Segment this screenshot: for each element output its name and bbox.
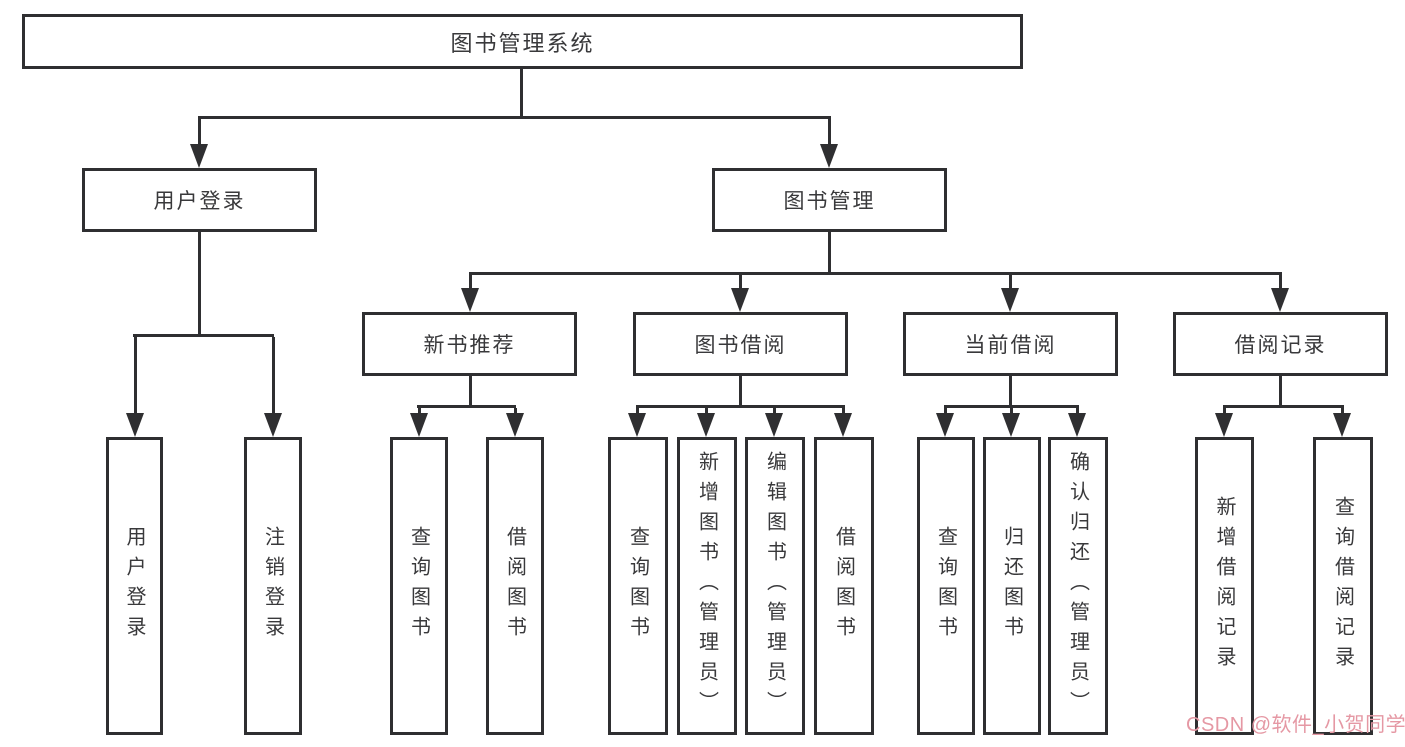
node-book-management: 图书管理: [712, 168, 947, 232]
connector-user-login-trunk: [198, 231, 201, 337]
connector-book-management-trunk: [828, 231, 831, 274]
leaf-book-borrowing-1: 新增图书（管理员）: [677, 437, 737, 735]
connector-current-borrowing-branch: [944, 405, 1079, 408]
arrow-leaf-icon: [410, 413, 428, 437]
node-new-books: 新书推荐: [362, 312, 577, 376]
node-root: 图书管理系统: [22, 14, 1023, 69]
node-current-borrowing: 当前借阅: [903, 312, 1118, 376]
leaf-label: 借阅图书: [503, 526, 526, 646]
connector-to-leaf-logout: [272, 337, 275, 415]
leaf-label: 查询借阅记录: [1331, 496, 1354, 676]
arrow-leaf-icon: [1215, 413, 1233, 437]
node-book-management-label: 图书管理: [783, 190, 876, 213]
connector-to-user-login: [198, 119, 201, 146]
leaf-current-borrowing-1: 归还图书: [983, 437, 1041, 735]
arrow-to-new-books-icon: [461, 288, 479, 312]
connector-leaf-stub: [1341, 408, 1344, 415]
leaf-current-borrowing-0: 查询图书: [917, 437, 975, 735]
arrow-leaf-icon: [1333, 413, 1351, 437]
connector-borrow-records-trunk: [1279, 376, 1282, 407]
connector-leaf-stub: [418, 408, 421, 415]
arrow-to-leaf-login-icon: [126, 413, 144, 437]
connector-leaf-stub: [842, 408, 845, 415]
arrow-to-book-borrowing-icon: [731, 288, 749, 312]
connector-leaf-stub: [1076, 408, 1079, 415]
node-current-borrowing-label: 当前借阅: [964, 334, 1057, 357]
leaf-user-login-0: 用户登录: [106, 437, 163, 735]
connector-leaf-stub: [514, 408, 517, 415]
arrow-to-user-login-icon: [190, 144, 208, 168]
leaf-current-borrowing-2: 确认归还（管理员）: [1048, 437, 1108, 735]
connector-borrow-records-branch: [1223, 405, 1344, 408]
leaf-book-borrowing-0: 查询图书: [608, 437, 668, 735]
connector-leaf-stub: [636, 408, 639, 415]
leaf-borrow-records-0: 新增借阅记录: [1195, 437, 1254, 735]
leaf-borrow-records-1: 查询借阅记录: [1313, 437, 1373, 735]
node-user-login: 用户登录: [82, 168, 317, 232]
connector-to-leaf-login: [134, 337, 137, 415]
leaf-label: 注销登录: [261, 526, 284, 646]
connector-user-login-branch: [133, 334, 274, 337]
leaf-label: 查询图书: [626, 526, 649, 646]
leaf-label: 新增图书（管理员）: [695, 451, 718, 721]
arrow-leaf-icon: [506, 413, 524, 437]
node-book-borrowing-label: 图书借阅: [694, 334, 787, 357]
node-root-label: 图书管理系统: [450, 30, 595, 56]
arrow-to-current-borrowing-icon: [1001, 288, 1019, 312]
connector-level3-branch: [469, 272, 1282, 275]
node-new-books-label: 新书推荐: [423, 334, 516, 357]
leaf-label: 编辑图书（管理员）: [763, 451, 786, 721]
connector-to-book-borrowing: [739, 275, 742, 290]
arrow-leaf-icon: [936, 413, 954, 437]
connector-book-borrowing-trunk: [739, 376, 742, 407]
arrow-leaf-icon: [834, 413, 852, 437]
connector-to-borrow-records: [1279, 275, 1282, 290]
leaf-label: 用户登录: [123, 526, 145, 646]
node-book-borrowing: 图书借阅: [633, 312, 848, 376]
connector-leaf-stub: [773, 408, 776, 415]
arrow-to-book-management-icon: [820, 144, 838, 168]
leaf-book-borrowing-2: 编辑图书（管理员）: [745, 437, 805, 735]
node-borrow-records-label: 借阅记录: [1234, 334, 1327, 357]
leaf-label: 归还图书: [1000, 526, 1023, 646]
connector-root-branch: [198, 116, 831, 119]
connector-leaf-stub: [1010, 408, 1013, 415]
connector-leaf-stub: [944, 408, 947, 415]
connector-new-books-branch: [417, 405, 516, 408]
leaf-label: 查询图书: [407, 526, 430, 646]
connector-current-borrowing-trunk: [1009, 376, 1012, 407]
arrow-to-borrow-records-icon: [1271, 288, 1289, 312]
arrow-leaf-icon: [1068, 413, 1086, 437]
leaf-label: 确认归还（管理员）: [1066, 451, 1089, 721]
arrow-leaf-icon: [628, 413, 646, 437]
leaf-label: 新增借阅记录: [1213, 496, 1235, 676]
leaf-book-borrowing-3: 借阅图书: [814, 437, 874, 735]
node-borrow-records: 借阅记录: [1173, 312, 1388, 376]
connector-to-book-management: [828, 119, 831, 146]
arrow-leaf-icon: [1002, 413, 1020, 437]
leaf-label: 借阅图书: [832, 526, 855, 646]
connector-root-trunk: [520, 68, 523, 117]
leaf-new-books-1: 借阅图书: [486, 437, 544, 735]
leaf-label: 查询图书: [934, 526, 957, 646]
connector-new-books-trunk: [469, 376, 472, 407]
connector-leaf-stub: [705, 408, 708, 415]
leaf-user-login-1: 注销登录: [244, 437, 302, 735]
connector-to-current-borrowing: [1009, 275, 1012, 290]
leaf-new-books-0: 查询图书: [390, 437, 448, 735]
arrow-leaf-icon: [697, 413, 715, 437]
connector-to-new-books: [469, 275, 472, 290]
connector-book-borrowing-branch: [636, 405, 845, 408]
arrow-leaf-icon: [765, 413, 783, 437]
node-user-login-label: 用户登录: [153, 190, 246, 213]
arrow-to-leaf-logout-icon: [264, 413, 282, 437]
connector-leaf-stub: [1223, 408, 1226, 415]
